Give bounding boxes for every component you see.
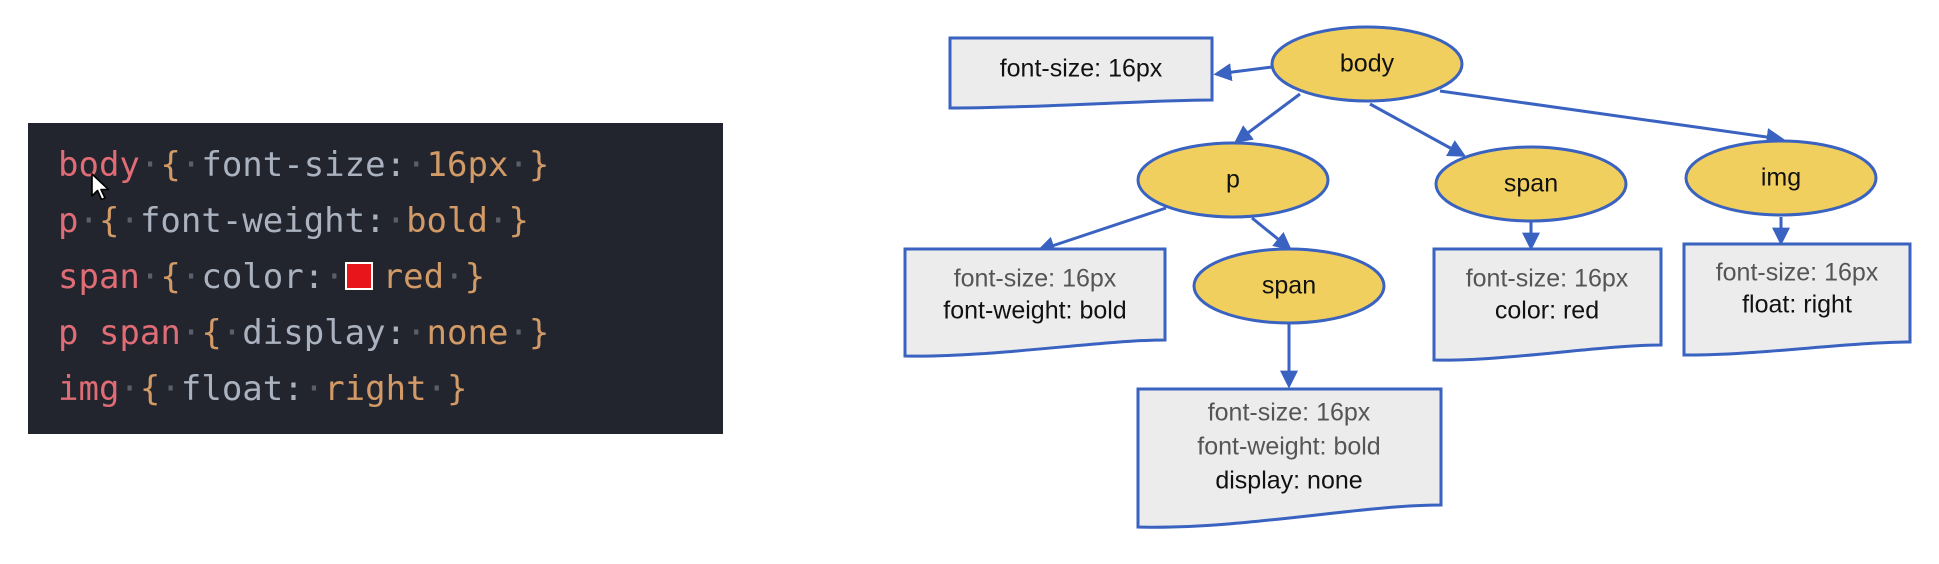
selector: p span — [58, 313, 181, 353]
mouse-cursor-icon — [91, 173, 110, 201]
open-brace: { — [98, 201, 120, 241]
property: font-weight: — [139, 201, 386, 241]
value: right — [324, 369, 427, 409]
code-line-body: body·{·font-size:·16px·} — [58, 145, 550, 185]
property: float: — [180, 369, 304, 409]
box-line: display: none — [1215, 467, 1362, 495]
close-brace: } — [447, 369, 468, 409]
style-box-span: font-size: 16px color: red — [1432, 247, 1663, 362]
box-line: font-size: 16px — [954, 265, 1117, 293]
open-brace: { — [139, 369, 161, 409]
box-line: font-size: 16px — [1716, 259, 1879, 287]
code-line-p-span: p span·{·display:·none·} — [58, 313, 550, 353]
code-line-span: span·{·color:·red·} — [58, 257, 486, 297]
edge-p-to-box — [1036, 206, 1167, 254]
style-box-img: font-size: 16px float: right — [1682, 242, 1912, 357]
code-line-img: img·{·float:·right·} — [58, 369, 468, 409]
box-line: float: right — [1742, 291, 1852, 319]
style-box-span-child: font-size: 16px font-weight: bold displa… — [1136, 387, 1443, 529]
selector: body — [58, 145, 140, 185]
value: red — [382, 257, 445, 297]
box-line: font-size: 16px — [1466, 265, 1629, 293]
edge-p-to-span — [1251, 216, 1292, 251]
tree-node-p: p — [1136, 141, 1330, 219]
tree-node-span-child: span — [1192, 247, 1386, 325]
value: bold — [406, 201, 488, 241]
edge-body-to-p — [1234, 92, 1301, 144]
open-brace: { — [201, 313, 222, 353]
tree-node-img: img — [1684, 139, 1878, 217]
selector: span — [58, 257, 140, 297]
value: none — [426, 313, 509, 353]
box-line: font-weight: bold — [1197, 433, 1380, 461]
open-brace: { — [160, 257, 181, 297]
tree-edges — [1036, 63, 1790, 389]
node-label: img — [1761, 164, 1801, 192]
code-line-p: p·{·font-weight:·bold·} — [58, 201, 529, 241]
box-line: font-size: 16px — [1208, 399, 1371, 427]
close-brace: } — [528, 313, 550, 353]
node-label: body — [1340, 50, 1395, 78]
node-label: span — [1262, 272, 1316, 300]
tree-node-body: body — [1270, 25, 1464, 103]
selector: p — [58, 201, 79, 241]
node-label: p — [1226, 166, 1240, 194]
style-box-body: font-size: 16px — [948, 36, 1214, 110]
property: font-size: — [201, 145, 407, 185]
code-panel: body·{·font-size:·16px·} p·{·font-weight… — [28, 123, 723, 434]
property: display: — [242, 313, 407, 353]
color-swatch-icon[interactable] — [344, 262, 373, 290]
close-brace: } — [508, 201, 529, 241]
close-brace: } — [528, 145, 550, 185]
box-line: font-size: 16px — [1000, 55, 1163, 83]
tree-node-span: span — [1434, 145, 1628, 223]
style-box-p: font-size: 16px font-weight: bold — [903, 247, 1167, 358]
selector: img — [58, 369, 120, 409]
box-line: color: red — [1495, 297, 1599, 325]
edge-body-to-box — [1213, 63, 1273, 82]
open-brace: { — [160, 145, 181, 185]
box-line: font-weight: bold — [943, 297, 1126, 325]
node-label: span — [1504, 170, 1558, 198]
close-brace: } — [464, 257, 486, 297]
edge-body-to-span — [1369, 102, 1467, 157]
value: 16px — [426, 145, 509, 185]
property: color: — [201, 257, 325, 297]
edge-body-to-img — [1439, 89, 1785, 146]
